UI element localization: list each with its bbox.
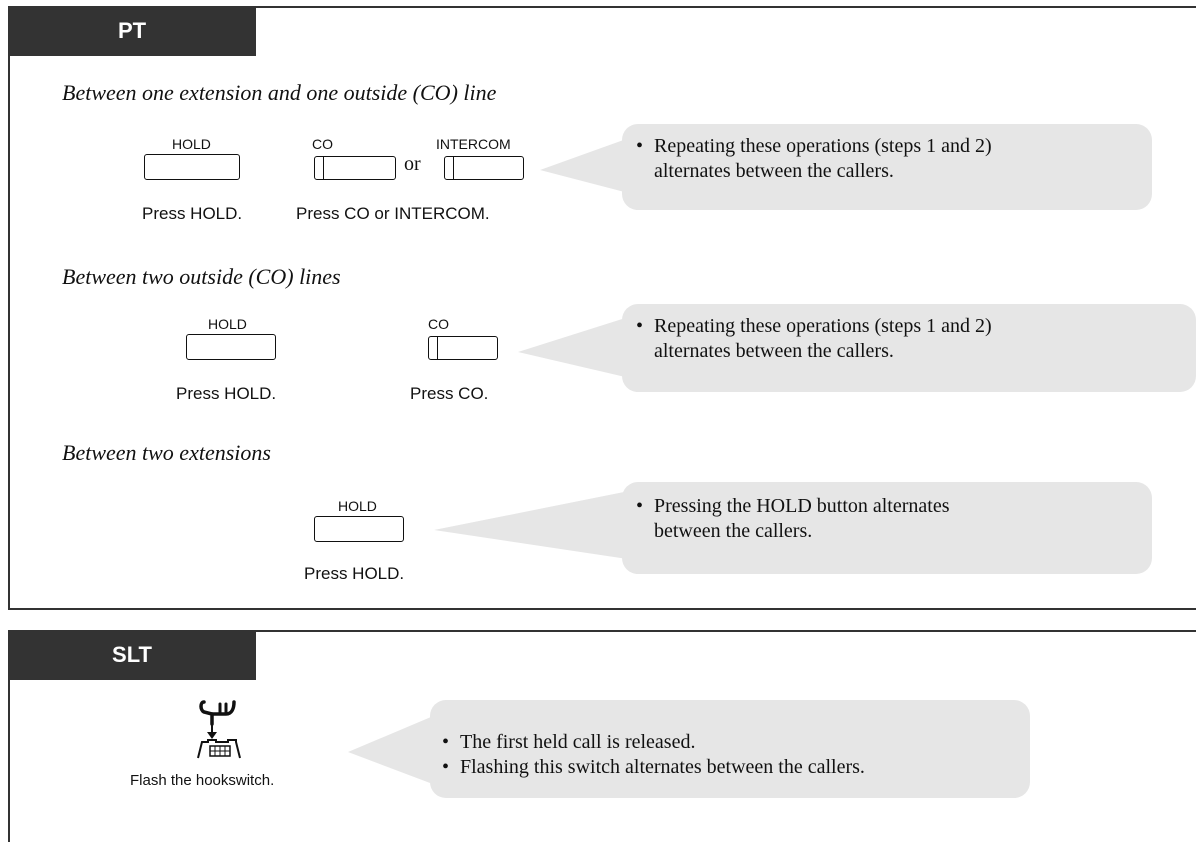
callout-pointer [348,714,438,786]
co-button[interactable] [428,336,498,360]
callout-note [622,482,1152,574]
callout-note-text: •Pressing the HOLD button alternates bet… [636,495,950,542]
co-led-icon [437,337,438,359]
pt-tab: PT [8,6,256,56]
callout-note-text: •The first held call is released. •Flash… [442,731,865,778]
callout-note-text: •Repeating these operations (steps 1 and… [636,315,992,362]
note-line: alternates between the callers. [654,160,894,182]
pt-section-frame [8,6,1196,610]
callout-note [430,700,1030,798]
section-heading-ext-co: Between one extension and one outside (C… [62,80,497,105]
hold-button[interactable] [186,334,276,360]
note-line: Repeating these operations (steps 1 and … [654,315,992,337]
section-heading-ext-ext: Between two extensions [62,440,271,465]
hold-caption: Press HOLD. [304,564,405,583]
callout-pointer [540,134,640,196]
note-line: Pressing the HOLD button alternates [654,495,950,517]
intercom-button[interactable] [444,156,524,180]
section-heading-co-co: Between two outside (CO) lines [62,264,341,289]
pt-tab-label: PT [117,18,147,43]
slt-caption: Flash the hookswitch. [130,772,275,789]
slt-section-frame [8,630,1196,842]
note-line: Flashing this switch alternates between … [460,756,865,778]
hold-button[interactable] [314,516,404,542]
callout-note [622,304,1196,392]
callout-pointer [518,314,638,380]
callout-note [622,124,1152,210]
hold-key-label: HOLD [208,316,247,332]
hold-button[interactable] [144,154,240,180]
hookswitch-flash-icon [197,700,241,759]
note-line: alternates between the callers. [654,340,894,362]
note-line: Repeating these operations (steps 1 and … [654,135,992,157]
co-key-label: CO [312,136,333,152]
co-led-icon [323,157,324,179]
note-line: The first held call is released. [460,731,696,753]
hold-key-label: HOLD [338,498,377,514]
intercom-led-icon [453,157,454,179]
hold-key-label: HOLD [172,136,211,152]
callout-note-text: •Repeating these operations (steps 1 and… [636,135,992,182]
callout-pointer [434,490,634,560]
co-caption: Press CO. [410,384,489,403]
hold-caption: Press HOLD. [176,384,277,403]
intercom-key-label: INTERCOM [436,136,511,152]
hold-caption: Press HOLD. [142,204,243,223]
co-key-label: CO [428,316,449,332]
slt-tab: SLT [8,630,256,680]
co-intercom-caption: Press CO or INTERCOM. [296,204,490,223]
co-button[interactable] [314,156,396,180]
note-line: between the callers. [654,520,813,542]
or-text: or [404,153,421,175]
slt-tab-label: SLT [112,642,152,667]
